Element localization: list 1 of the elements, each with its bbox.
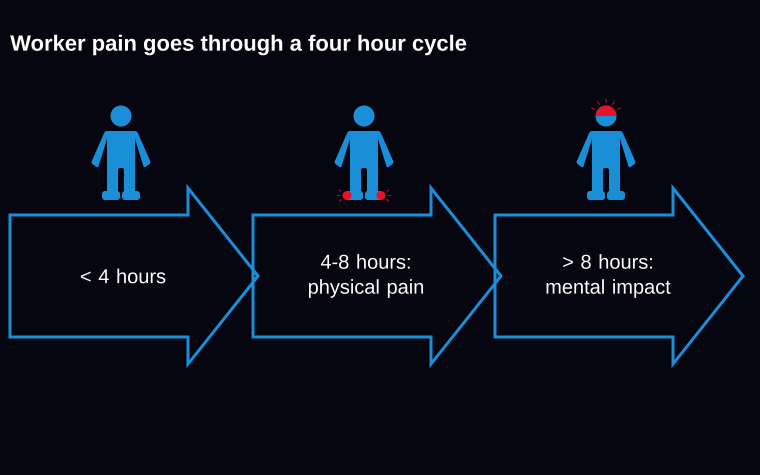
title: Worker pain goes through a four hour cycle — [10, 34, 466, 56]
